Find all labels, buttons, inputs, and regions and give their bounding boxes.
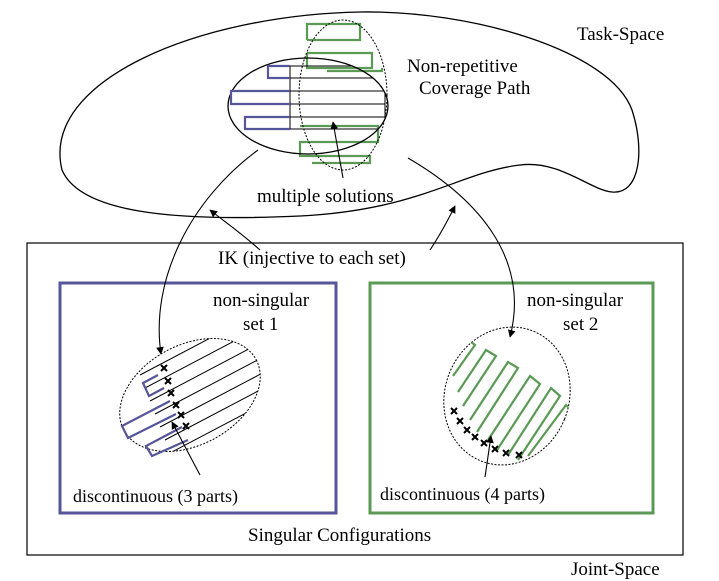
set1-singular-crosses bbox=[160, 364, 190, 430]
arrow-task-to-set2 bbox=[407, 157, 516, 338]
arrow-task-to-set1 bbox=[156, 149, 259, 355]
label-coverage-line1: Non-repetitive bbox=[407, 56, 518, 77]
label-ik: IK (injective to each set) bbox=[218, 248, 406, 269]
set1-ellipse bbox=[119, 338, 261, 452]
arrows bbox=[156, 121, 516, 478]
set1-box bbox=[58, 281, 338, 515]
label-set1-line1: non-singular bbox=[213, 290, 310, 311]
label-set2-line2: set 2 bbox=[563, 314, 598, 335]
joint-space-box bbox=[26, 242, 684, 556]
coverage-path-blue bbox=[229, 64, 290, 131]
label-disc3: discontinuous (3 parts) bbox=[73, 486, 238, 507]
set2-singular-crosses bbox=[450, 407, 523, 459]
task-space-region bbox=[59, 11, 640, 219]
arrow-disc4 bbox=[484, 435, 494, 478]
label-singular: Singular Configurations bbox=[248, 525, 431, 546]
arrow-ik-right bbox=[429, 205, 456, 251]
task-ellipse-green bbox=[298, 19, 388, 171]
set2-green-path bbox=[447, 336, 576, 461]
label-coverage-line2: Coverage Path bbox=[419, 78, 531, 99]
task-ellipse-main bbox=[227, 57, 389, 155]
arrow-ik-left bbox=[209, 209, 261, 251]
arrow-multiple-solutions bbox=[330, 121, 344, 179]
set1-blue-path bbox=[120, 374, 189, 458]
label-disc4: discontinuous (4 parts) bbox=[380, 484, 545, 505]
label-multiple-solutions: multiple solutions bbox=[257, 186, 394, 207]
label-task-space: Task-Space bbox=[577, 24, 664, 45]
arrow-disc3 bbox=[171, 421, 201, 476]
label-set2-line1: non-singular bbox=[527, 290, 624, 311]
set2-box bbox=[368, 281, 655, 515]
coverage-path-green bbox=[298, 22, 384, 165]
label-set1-line2: set 1 bbox=[243, 314, 278, 335]
set2-ellipse bbox=[443, 326, 571, 466]
label-joint-space: Joint-Space bbox=[571, 559, 660, 580]
